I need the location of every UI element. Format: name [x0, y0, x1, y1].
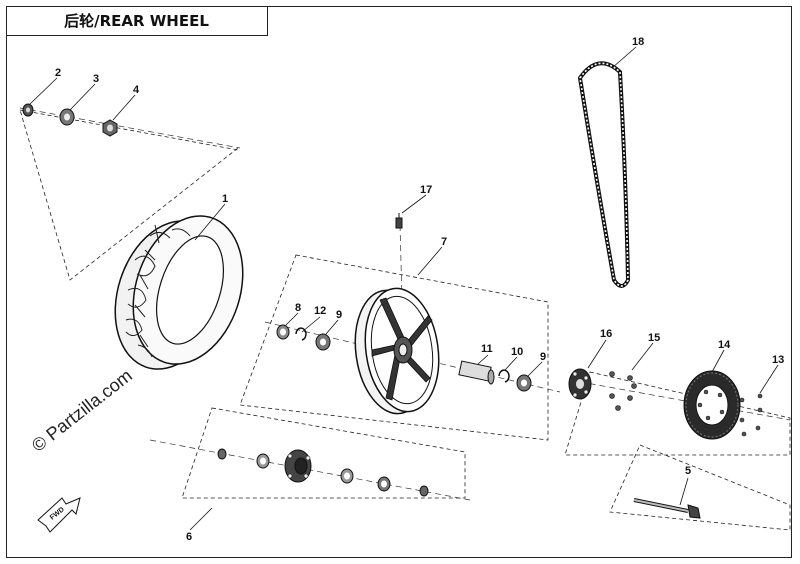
part-axle-bolt-5	[633, 498, 701, 519]
part-bearing-8	[276, 324, 290, 340]
hub-group-outline	[181, 407, 466, 499]
callout-1: 1	[222, 193, 228, 205]
callout-8: 8	[295, 302, 301, 314]
callout-14: 14	[718, 339, 731, 351]
part-hub-6	[217, 448, 429, 497]
part-bolts-13	[739, 393, 763, 437]
valve-line	[399, 224, 403, 301]
part-bearing-9a	[315, 333, 331, 351]
callout-13: 13	[772, 354, 784, 366]
leader-8	[285, 312, 299, 326]
part-axle-nut-4	[102, 119, 118, 137]
part-spacer-11	[458, 360, 495, 385]
diagram-title: 后轮/REAR WHEEL	[6, 6, 268, 36]
leader-15	[631, 342, 654, 371]
diagram-frame	[6, 6, 792, 558]
leader-9a	[325, 319, 339, 335]
part-nuts-15	[609, 371, 637, 411]
leader-6	[189, 507, 213, 531]
axle-line-sprocket	[569, 379, 791, 421]
leader-12	[301, 316, 321, 333]
callout-2: 2	[55, 67, 61, 79]
leader-11	[477, 354, 489, 365]
part-valve-17	[395, 213, 403, 229]
leader-18	[611, 46, 637, 69]
part-washer-3	[59, 108, 75, 126]
leader-14	[711, 349, 725, 373]
part-circlip-10	[498, 369, 510, 383]
part-bearing-9b	[516, 374, 532, 392]
leader-4	[112, 94, 136, 121]
callout-9b: 9	[540, 351, 546, 363]
callout-5: 5	[685, 465, 691, 477]
sprocket-group-outline	[564, 371, 791, 456]
leader-7	[417, 246, 443, 276]
bolt-group-outline	[609, 444, 791, 531]
part-chain-18	[577, 61, 631, 288]
part-wheel-7	[354, 287, 440, 415]
part-sprocket-14	[683, 370, 741, 440]
part-carrier-16	[568, 368, 592, 400]
leader-9b	[527, 361, 543, 377]
forward-arrow-icon: FWD	[37, 497, 81, 533]
leader-2	[29, 77, 58, 105]
leader-10	[504, 356, 518, 371]
callout-18: 18	[632, 36, 644, 48]
callout-17: 17	[420, 184, 432, 196]
axle-line-nuts	[19, 107, 241, 149]
callout-6: 6	[186, 531, 192, 543]
leader-13	[759, 364, 779, 394]
callout-9a: 9	[336, 309, 342, 321]
leader-17	[401, 194, 427, 214]
callout-4: 4	[133, 84, 140, 96]
leader-1	[194, 203, 226, 241]
callout-7: 7	[441, 236, 447, 248]
callout-10: 10	[511, 346, 523, 358]
part-tire-1	[114, 215, 244, 370]
wheel-group-outline	[239, 254, 549, 441]
leader-5	[679, 477, 689, 506]
callout-12: 12	[314, 305, 326, 317]
part-nut-2	[22, 103, 34, 117]
callout-15: 15	[648, 332, 660, 344]
leader-3	[69, 83, 96, 111]
tire-group-outline	[19, 109, 239, 281]
leader-16	[587, 339, 607, 369]
callout-11: 11	[481, 343, 493, 355]
callout-16: 16	[600, 328, 612, 340]
callout-3: 3	[93, 73, 99, 85]
part-circlip-12	[295, 327, 307, 341]
